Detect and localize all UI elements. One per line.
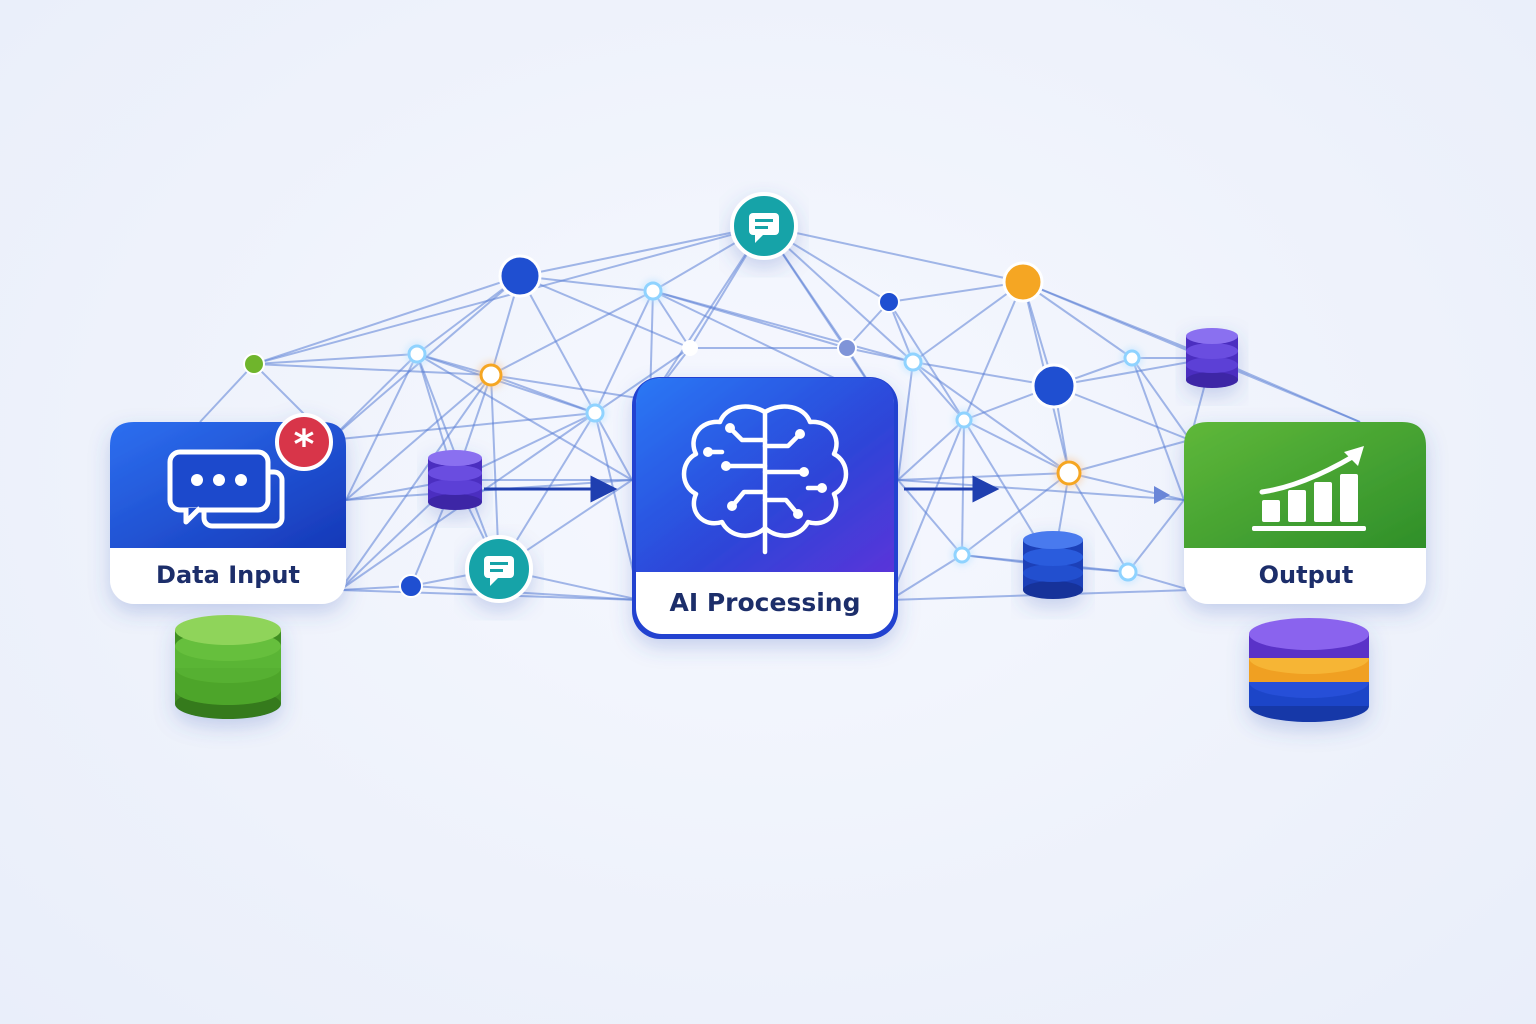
speech-bubble-icon xyxy=(484,556,514,586)
network-link xyxy=(199,363,255,423)
bar-chart-growth-icon xyxy=(1252,446,1366,531)
network-link xyxy=(519,225,765,277)
chat-bubbles-icon xyxy=(167,449,285,529)
network-link xyxy=(897,419,965,481)
network-link xyxy=(1022,281,1133,359)
chat-node-bottom xyxy=(465,535,533,603)
notification-badge: * xyxy=(275,413,333,471)
network-link xyxy=(961,472,1070,556)
network-node-n-light-4 xyxy=(903,352,923,372)
arrow-head-output xyxy=(1154,486,1170,504)
circuit-brain-icon xyxy=(681,404,849,555)
network-link xyxy=(253,225,765,365)
network-link xyxy=(963,281,1024,421)
chat-node-top xyxy=(730,192,798,260)
network-node-n-blue-big-1 xyxy=(498,254,542,298)
network-link xyxy=(1131,357,1191,441)
database-icon-multicolor xyxy=(1249,618,1369,722)
network-link xyxy=(490,374,651,401)
network-link xyxy=(594,347,691,414)
network-link xyxy=(889,554,963,601)
network-link xyxy=(897,479,1185,501)
network-link xyxy=(253,275,521,365)
stage-card-data-input: * Data Input xyxy=(110,413,346,604)
network-node-n-light-1 xyxy=(407,344,427,364)
network-link xyxy=(1127,571,1191,591)
network-link xyxy=(416,353,633,481)
network-link xyxy=(329,412,596,441)
stage-label-ai-processing: AI Processing xyxy=(670,588,861,617)
network-link xyxy=(1127,499,1185,573)
network-link xyxy=(594,290,654,414)
network-node-n-blue-small-2 xyxy=(399,574,423,598)
stage-label-data-input: Data Input xyxy=(156,561,300,589)
network-node-n-orange-2 xyxy=(1002,261,1044,303)
network-link xyxy=(1053,385,1191,441)
network-link xyxy=(888,301,965,421)
network-node-n-orange-3 xyxy=(1056,460,1082,486)
network-link xyxy=(912,281,1024,363)
network-link xyxy=(329,353,418,441)
network-node-n-light-5 xyxy=(955,411,973,429)
database-icon-green xyxy=(175,615,281,719)
network-link xyxy=(963,419,1070,474)
network-link xyxy=(253,353,418,365)
stage-label-output: Output xyxy=(1259,561,1354,589)
network-link xyxy=(416,275,521,355)
network-node-n-blue-big-2 xyxy=(1031,363,1077,409)
network-link xyxy=(897,479,963,556)
network-link xyxy=(897,361,914,481)
badge-text: * xyxy=(294,422,315,468)
network-link xyxy=(410,585,641,601)
network-link xyxy=(888,281,1024,303)
network-link xyxy=(1068,439,1191,474)
network-node-n-orange-1 xyxy=(479,363,503,387)
network-link xyxy=(490,290,654,376)
network-link xyxy=(594,412,633,481)
network-link xyxy=(649,225,765,401)
network-link xyxy=(889,419,965,601)
network-node-n-slate-1 xyxy=(837,338,857,358)
network-node-n-green-left xyxy=(243,353,265,375)
network-node-n-light-8 xyxy=(1118,562,1138,582)
network-link xyxy=(339,374,492,591)
network-nodes xyxy=(243,254,1141,598)
network-link xyxy=(490,374,596,414)
stage-card-ai-processing: AI Processing xyxy=(632,377,898,639)
flow-arrows xyxy=(484,475,1170,504)
network-link xyxy=(1053,357,1213,387)
network-node-n-light-3 xyxy=(585,403,605,423)
network-node-n-light-7 xyxy=(953,546,971,564)
network-node-n-light-6 xyxy=(1123,349,1141,367)
network-link xyxy=(519,275,691,349)
network-link xyxy=(652,290,691,349)
database-icon-purple-right xyxy=(1186,328,1238,388)
network-link xyxy=(1131,357,1185,501)
database-icon-purple-left xyxy=(428,450,482,510)
network-node-n-light-2 xyxy=(643,281,663,301)
network-node-n-white-1 xyxy=(682,340,698,356)
database-icon-blue-mid xyxy=(1023,531,1083,599)
network-link xyxy=(912,361,1070,474)
brain-circuit-dots xyxy=(703,423,827,519)
network-link xyxy=(1068,472,1129,573)
speech-bubble-icon xyxy=(749,213,779,243)
network-node-n-blue-small-1 xyxy=(878,291,900,313)
network-link xyxy=(912,361,965,421)
network-link xyxy=(763,225,1024,283)
network-link xyxy=(345,374,492,501)
network-link xyxy=(652,290,914,363)
stage-card-output: Output xyxy=(1184,422,1426,604)
network-link xyxy=(897,472,1070,481)
network-link xyxy=(519,275,654,292)
network-link xyxy=(345,353,418,501)
